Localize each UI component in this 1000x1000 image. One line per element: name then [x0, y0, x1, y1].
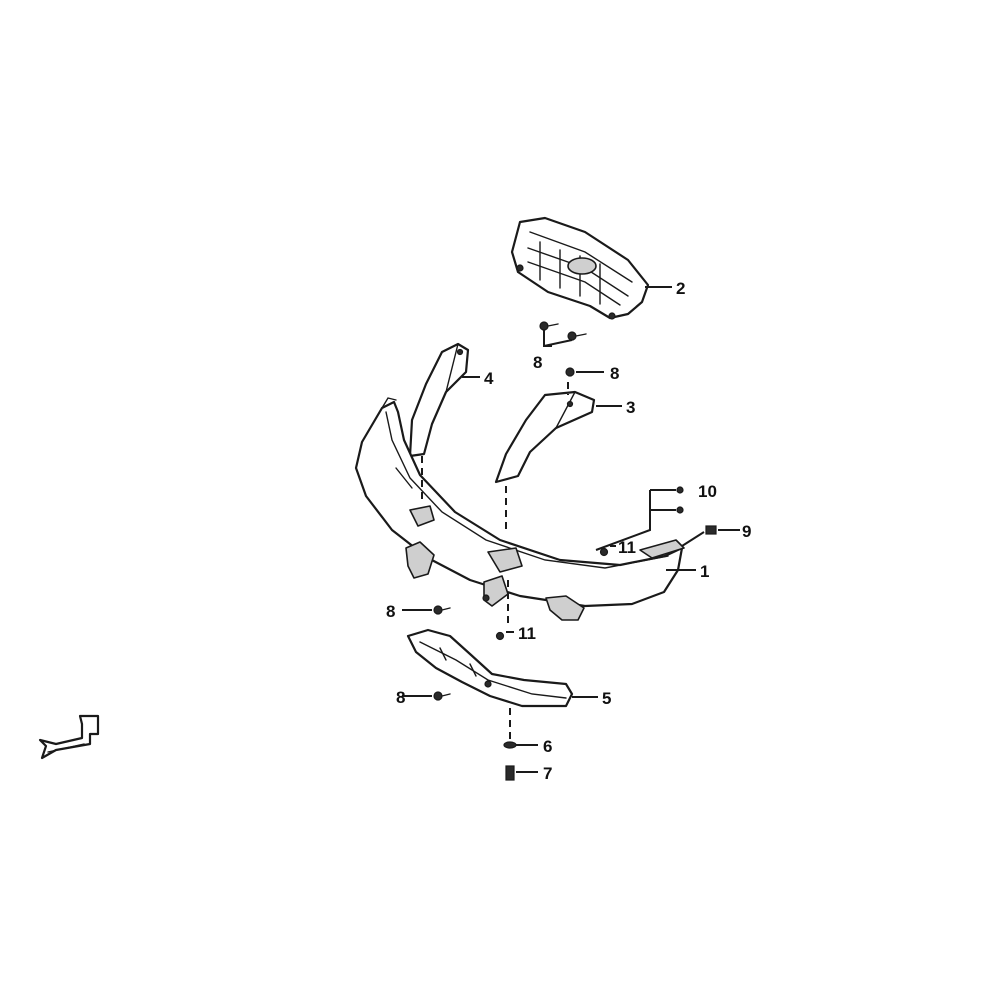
leader-line: [543, 330, 573, 347]
part-grille[interactable]: [510, 216, 650, 320]
bolt-icon: [539, 321, 559, 331]
bolt-icon: [433, 691, 451, 701]
nut-icon: [495, 631, 505, 641]
callout-2: 2: [676, 279, 685, 298]
washer-icon: [503, 741, 517, 749]
clip-icon: [676, 486, 684, 514]
callout-9: 9: [742, 522, 751, 541]
leader-line: [681, 529, 740, 547]
part-lower-cover[interactable]: [406, 628, 574, 708]
callout-10: 10: [698, 482, 717, 501]
clip-icon: [705, 525, 717, 535]
part-left-strip[interactable]: [408, 342, 470, 458]
callout-1: 1: [700, 562, 709, 581]
bolt-icon: [567, 331, 587, 341]
leader-line: [595, 489, 676, 551]
callout-8-strip: 8: [610, 364, 619, 383]
screw-icon: [505, 765, 515, 781]
front-arrow-icon: [38, 714, 100, 760]
nut-icon: [599, 547, 609, 557]
callout-11-upper: 11: [618, 538, 636, 557]
bolt-icon: [565, 367, 575, 377]
bolt-icon: [433, 605, 451, 615]
callout-3: 3: [626, 398, 635, 417]
callout-8-grille: 8: [533, 353, 542, 372]
callout-7: 7: [543, 764, 552, 783]
part-front-cover[interactable]: [354, 397, 685, 621]
callout-4: 4: [484, 369, 494, 388]
callout-8-lower: 8: [396, 688, 405, 707]
callout-11-lower: 11: [518, 624, 536, 643]
callout-6: 6: [543, 737, 552, 756]
callout-5: 5: [602, 689, 611, 708]
part-right-strip[interactable]: [494, 390, 596, 484]
callout-8-cover: 8: [386, 602, 395, 621]
